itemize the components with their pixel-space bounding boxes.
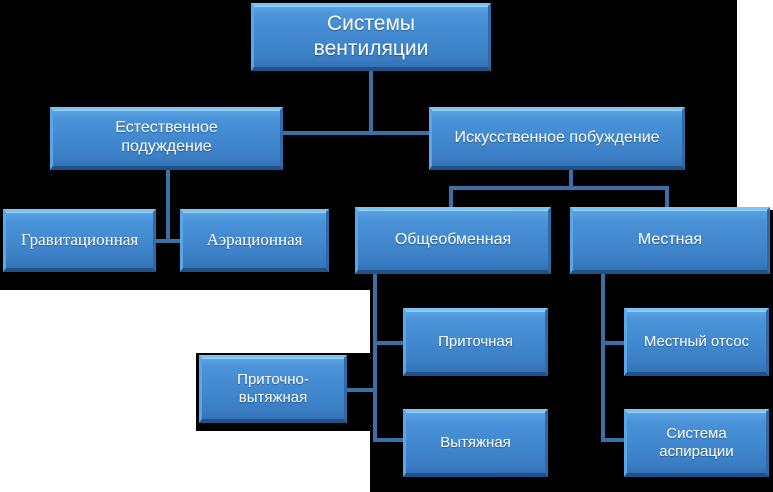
node-exhaust[interactable]: Вытяжная bbox=[403, 409, 548, 477]
node-supply-exhaust-line1: Приточно- bbox=[237, 370, 309, 388]
node-local-exhaust[interactable]: Местный отсос bbox=[624, 308, 769, 376]
connector-general-to-exhaust bbox=[373, 438, 403, 442]
node-general[interactable]: Общеобменная bbox=[355, 207, 551, 274]
node-root-line1: Системы bbox=[326, 11, 415, 35]
node-supply-exhaust[interactable]: Приточно-вытяжная bbox=[199, 355, 347, 423]
connector-artificial-bus bbox=[449, 186, 669, 190]
node-supply[interactable]: Приточная bbox=[403, 308, 548, 376]
connector-to-local bbox=[665, 186, 669, 209]
background-panel-upper-right bbox=[0, 170, 737, 210]
connector-to-general bbox=[449, 186, 453, 209]
node-natural-line1: Естественное bbox=[115, 119, 218, 137]
connector-local-to-aspiration bbox=[601, 438, 627, 442]
node-aeration[interactable]: Аэрационная bbox=[180, 209, 329, 272]
connector-general-to-supplyexhaust bbox=[343, 388, 377, 392]
node-gravity-label: Гравитационная bbox=[20, 229, 139, 249]
node-local-label: Местная bbox=[637, 230, 703, 248]
node-supply-exhaust-line2: вытяжная bbox=[238, 388, 308, 406]
connector-local-to-localexhaust bbox=[601, 341, 627, 345]
node-aspiration-line2: аспирации bbox=[659, 442, 734, 460]
connector-root-stem bbox=[369, 71, 373, 133]
node-local-exhaust-label: Местный отсос bbox=[643, 332, 750, 350]
connector-general-to-supply bbox=[373, 341, 403, 345]
node-aeration-label: Аэрационная bbox=[206, 229, 303, 249]
connector-root-bus bbox=[166, 131, 573, 135]
node-artificial[interactable]: Искусственное побуждение bbox=[429, 107, 685, 170]
node-root-line2: вентиляции bbox=[313, 36, 429, 60]
node-aspiration-line1: Система bbox=[666, 424, 727, 442]
connector-artificial-stem bbox=[569, 170, 573, 188]
node-gravity[interactable]: Гравитационная bbox=[3, 209, 156, 272]
node-general-label: Общеобменная bbox=[394, 230, 512, 248]
node-natural-line2: подуждение bbox=[121, 138, 212, 155]
node-exhaust-label: Вытяжная bbox=[440, 433, 511, 451]
node-local[interactable]: Местная bbox=[570, 207, 770, 274]
connector-natural-stem bbox=[166, 170, 170, 242]
node-artificial-label: Искусственное побуждение bbox=[454, 128, 660, 146]
connector-natural-bus bbox=[150, 239, 186, 243]
connector-general-stem bbox=[373, 272, 377, 442]
connector-local-stem bbox=[601, 272, 605, 442]
node-supply-label: Приточная bbox=[438, 332, 513, 350]
